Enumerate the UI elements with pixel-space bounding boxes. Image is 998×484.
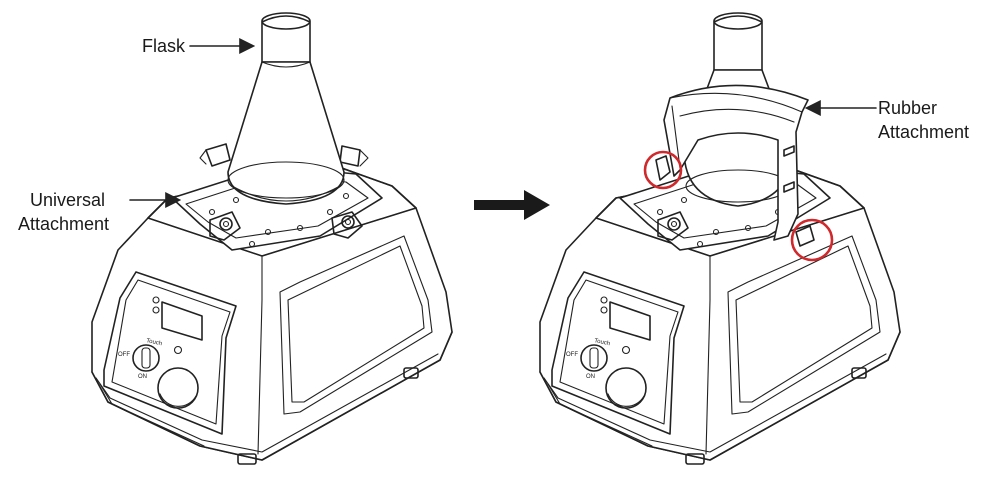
left-mixer-with-universal-attachment bbox=[91, 12, 453, 465]
rubber-attachment-callout: Rubber Attachment bbox=[804, 98, 969, 142]
right-arrow-icon bbox=[474, 190, 550, 220]
universal-attachment-label-line1: Universal bbox=[30, 190, 105, 210]
on-label: ON bbox=[138, 374, 147, 380]
left-control-panel-text: Touch OFF ON bbox=[118, 338, 162, 380]
flask-label: Flask bbox=[142, 36, 186, 56]
left-hook-callout-circle bbox=[643, 150, 683, 190]
right-mixer-with-rubber-attachment bbox=[539, 12, 901, 465]
rubber-attachment-label-line2: Attachment bbox=[878, 122, 969, 142]
right-clip-callout-circle bbox=[790, 218, 834, 262]
off-label: OFF bbox=[118, 352, 130, 358]
universal-attachment-label-line2: Attachment bbox=[18, 214, 109, 234]
touch-label: Touch bbox=[146, 338, 163, 347]
flask-callout: Flask bbox=[142, 36, 256, 56]
right-control-panel-text: Touch OFF ON bbox=[566, 338, 610, 380]
touch-label-right: Touch bbox=[594, 338, 611, 347]
universal-attachment-callout: Universal Attachment bbox=[18, 190, 182, 234]
off-label-right: OFF bbox=[566, 352, 578, 358]
rubber-attachment-label-line1: Rubber bbox=[878, 98, 937, 118]
on-label-right: ON bbox=[586, 374, 595, 380]
